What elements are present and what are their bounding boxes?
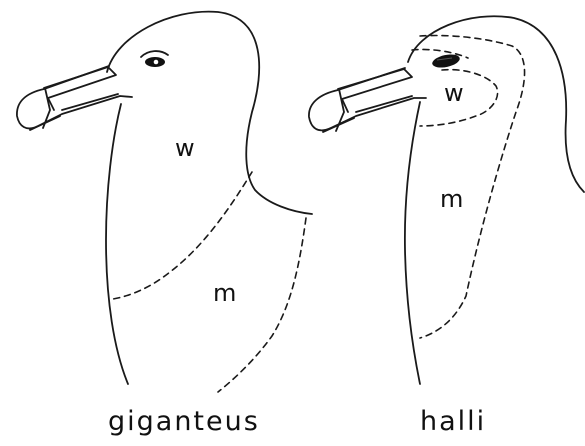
halli-crown-boundary xyxy=(420,35,525,338)
giganteus-lower-mandible xyxy=(30,94,118,130)
giganteus-panel: w m xyxy=(17,12,312,392)
giganteus-species-label: giganteus xyxy=(108,406,260,437)
halli-head-outline xyxy=(408,16,584,192)
halli-eye xyxy=(431,52,461,70)
giganteus-eye xyxy=(141,51,168,67)
halli-neck-front-outline xyxy=(405,102,420,384)
giganteus-region-w-label: w xyxy=(175,134,195,162)
halli-region-m-label: m xyxy=(440,185,463,213)
giganteus-neck-front-outline xyxy=(106,104,128,384)
halli-species-label: halli xyxy=(420,406,486,437)
halli-lower-mandible xyxy=(323,96,412,132)
halli-nasal-tube xyxy=(338,69,412,112)
halli-region-w-label: w xyxy=(444,79,464,107)
giganteus-region-m-label: m xyxy=(213,279,236,307)
giganteus-nasal-tube xyxy=(44,67,116,110)
giganteus-head-outline xyxy=(107,12,312,214)
halli-panel: w m xyxy=(309,16,584,384)
